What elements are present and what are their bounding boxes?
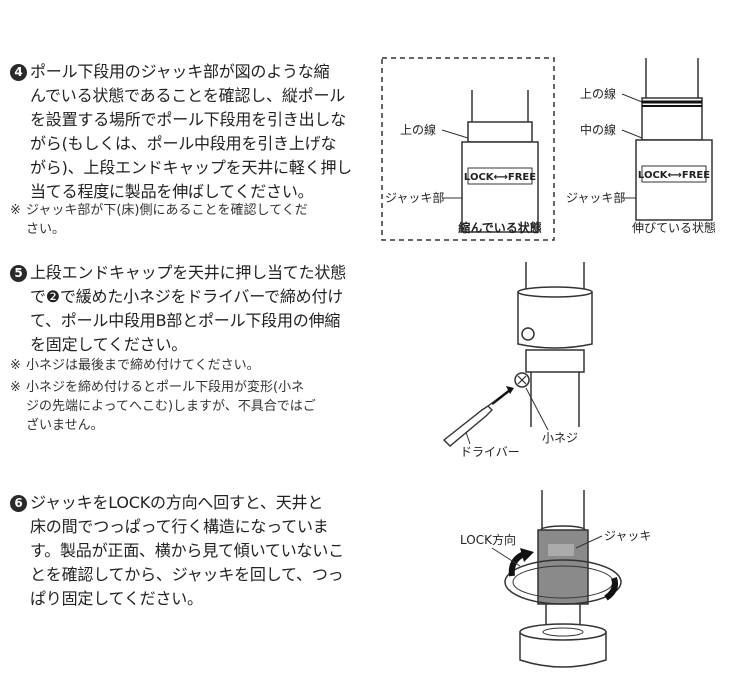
step-5-line: て、ポール中段用B部とポール下段用の伸縮: [30, 311, 341, 330]
screw-hole: [521, 327, 535, 341]
step-6-line: とを確認してから、ジャッキを回して、つっ: [30, 565, 344, 584]
step-number-badge: 5: [10, 265, 27, 282]
step-4-note: ※ ジャッキ部が下(床)側にあることを確認してください。: [10, 203, 308, 237]
note-mark: ※: [10, 203, 21, 218]
upper-line-label: 上の線: [400, 122, 436, 137]
step-4-line: 当てる程度に製品を伸ばしてください。: [30, 182, 314, 201]
contracted-upper-sleeve: [467, 121, 533, 143]
step-4-line: がら(もしくは、ポール中段用を引き上げな: [30, 134, 337, 153]
jack-part-label: ジャッキ部: [385, 190, 444, 205]
step-4-line: んでいる状態であることを確認し、縦ポール: [30, 86, 346, 105]
jack-label: ジャッキ: [604, 529, 651, 543]
lock-free-indicator: [467, 167, 533, 185]
step-number-badge: 4: [10, 64, 27, 81]
step-6-line: す。製品が正面、横から見て傾いていないこ: [30, 541, 344, 560]
lock-free-text: LOCK⟷FREE: [464, 172, 536, 183]
step-4-line: がら)、上段エンドキャップを天井に軽く押し: [30, 158, 353, 177]
step-5-line: を固定してください。: [30, 335, 188, 354]
rotation-ring: [504, 559, 622, 605]
figure-jack-lock: LOCK方向 ジャッキ: [460, 490, 651, 668]
driver-label: ドライバー: [460, 445, 520, 459]
lock-free-text: LOCK⟷FREE: [638, 170, 710, 181]
lock-free-indicator: [641, 165, 707, 183]
extended-state-caption: 伸びている状態: [632, 220, 716, 235]
step-6-line: ぱり固定してください。: [30, 589, 203, 608]
screwdriver-icon: [442, 405, 493, 447]
extended-upper-sleeve: [641, 97, 703, 141]
contracted-state-caption: 縮んでいる状態: [458, 220, 541, 235]
small-screw-label: 小ネジ: [542, 431, 578, 445]
contracted-jack-body: [461, 141, 539, 233]
step-number-badge: 6: [10, 495, 27, 512]
figure-jack-states: LOCK⟷FREE 上の線 ジャッキ部 縮んでいる状態 LOCK⟷FREE 上の…: [381, 57, 716, 241]
middle-line-label: 中の線: [580, 122, 616, 137]
step-5-notes: ※小ネジは最後まで締め付けてください。 ※ 小ネジを締め付けるとポール下段用が変…: [10, 358, 316, 433]
contracted-state-frame: [381, 57, 555, 241]
jack-part-label: ジャッキ部: [566, 190, 625, 205]
step-5-line: で❷で緩めた小ネジをドライバーで締め付け: [30, 287, 344, 306]
arrow-icon: [491, 389, 511, 405]
step-6-line: 床の間でつっぱって行く構造になっていま: [30, 517, 329, 536]
figure-screw-tightening: ドライバー 小ネジ: [442, 262, 593, 459]
upper-line-label: 上の線: [580, 86, 616, 101]
step-4-line: を設置する場所でポール下段用を引き出しな: [30, 110, 347, 129]
lock-direction-label: LOCK方向: [460, 532, 516, 547]
